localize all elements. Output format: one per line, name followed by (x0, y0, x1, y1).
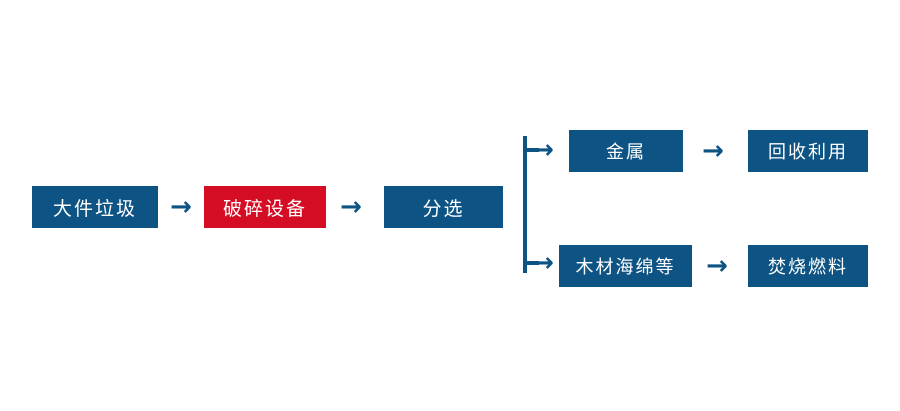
arrow-crusher-to-sorting: → (336, 192, 366, 222)
branch-split-vertical-bar (523, 136, 527, 273)
node-input-bulky-waste[interactable]: 大件垃圾 (32, 186, 158, 228)
arrow-right-icon: → (340, 192, 362, 222)
node-label: 分选 (422, 198, 465, 220)
node-label: 木材海绵等 (575, 257, 676, 277)
node-sorting[interactable]: 分选 (384, 186, 503, 228)
node-label: 金属 (606, 142, 646, 162)
arrow-split-to-wood-sponge: → (528, 248, 558, 278)
arrow-split-to-metal: → (528, 135, 558, 165)
arrow-metal-to-recycle: → (698, 136, 728, 166)
node-label: 破碎设备 (222, 198, 307, 220)
arrow-right-icon: → (706, 251, 728, 281)
arrow-right-icon: → (532, 135, 554, 165)
node-label: 焚烧燃料 (768, 257, 848, 277)
node-crushing-equipment[interactable]: 破碎设备 (204, 186, 326, 228)
arrow-right-icon: → (702, 136, 724, 166)
node-label: 大件垃圾 (52, 198, 137, 220)
node-metal[interactable]: 金属 (569, 130, 683, 172)
arrow-right-icon: → (532, 248, 554, 278)
branch-stub-top (523, 148, 539, 152)
arrow-wood-sponge-to-fuel: → (702, 251, 732, 281)
node-label: 回收利用 (768, 142, 848, 162)
arrow-right-icon: → (170, 192, 192, 222)
node-wood-sponge[interactable]: 木材海绵等 (559, 245, 692, 287)
branch-stub-bottom (523, 261, 539, 265)
node-recycle-reuse[interactable]: 回收利用 (748, 130, 868, 172)
node-incineration-fuel[interactable]: 焚烧燃料 (748, 245, 868, 287)
arrow-input-to-crusher: → (166, 192, 196, 222)
